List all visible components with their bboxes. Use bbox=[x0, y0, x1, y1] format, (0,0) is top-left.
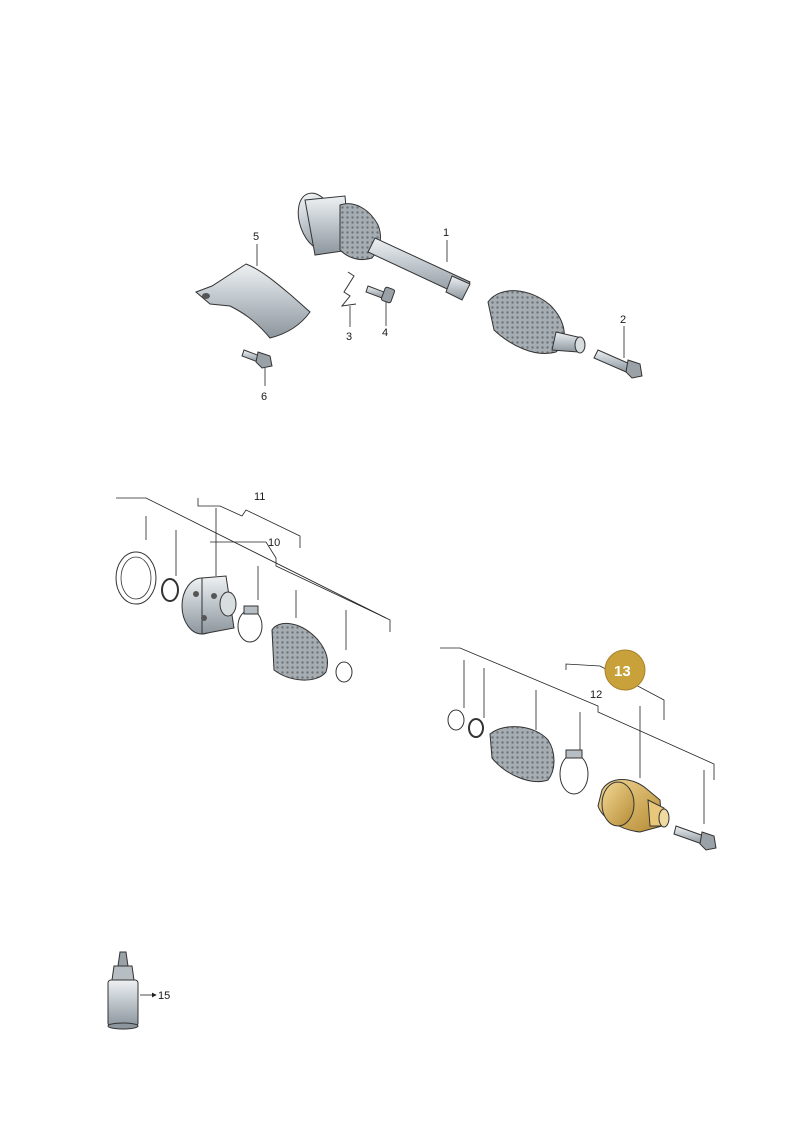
constant-velocity-joint-outer[interactable] bbox=[181, 575, 237, 635]
callout-11: 11 bbox=[254, 491, 265, 503]
retaining-clip-3[interactable] bbox=[340, 271, 357, 307]
callout-4: 4 bbox=[382, 327, 388, 339]
callout-5: 5 bbox=[253, 231, 259, 243]
screw-4[interactable] bbox=[365, 285, 396, 304]
constant-velocity-joint-inner[interactable] bbox=[597, 779, 670, 833]
hose-clamp-small-inner[interactable] bbox=[447, 709, 465, 731]
hose-clamp-large[interactable] bbox=[237, 605, 263, 643]
hose-clamp-small[interactable] bbox=[335, 661, 353, 683]
bolt-2[interactable] bbox=[593, 349, 643, 379]
callout-6: 6 bbox=[261, 391, 267, 403]
callout-10: 10 bbox=[268, 537, 280, 549]
bracket-inner-kit bbox=[440, 647, 715, 824]
cv-boot-outer[interactable] bbox=[271, 622, 329, 681]
bolt-6[interactable] bbox=[241, 349, 273, 369]
retaining-ring[interactable] bbox=[115, 551, 157, 605]
bolt-inner[interactable] bbox=[673, 825, 717, 851]
bracket-outer-kit bbox=[116, 497, 391, 650]
highlight-badge-13[interactable]: 13 bbox=[604, 649, 646, 691]
callout-12: 12 bbox=[590, 689, 602, 701]
callout-3: 3 bbox=[346, 331, 352, 343]
circlip[interactable] bbox=[161, 578, 179, 602]
drive-shaft-assembly[interactable] bbox=[291, 188, 586, 354]
callout-15: 15 bbox=[158, 990, 170, 1002]
cv-boot-inner[interactable] bbox=[489, 726, 555, 782]
hose-clamp-large-inner[interactable] bbox=[559, 749, 589, 795]
callout-1: 1 bbox=[443, 227, 449, 239]
circlip-inner[interactable] bbox=[468, 718, 484, 738]
callout-13: 13 bbox=[614, 663, 631, 680]
callout-2: 2 bbox=[620, 314, 626, 326]
heat-shield-5[interactable] bbox=[195, 263, 311, 339]
grease-tube[interactable] bbox=[107, 951, 139, 1030]
